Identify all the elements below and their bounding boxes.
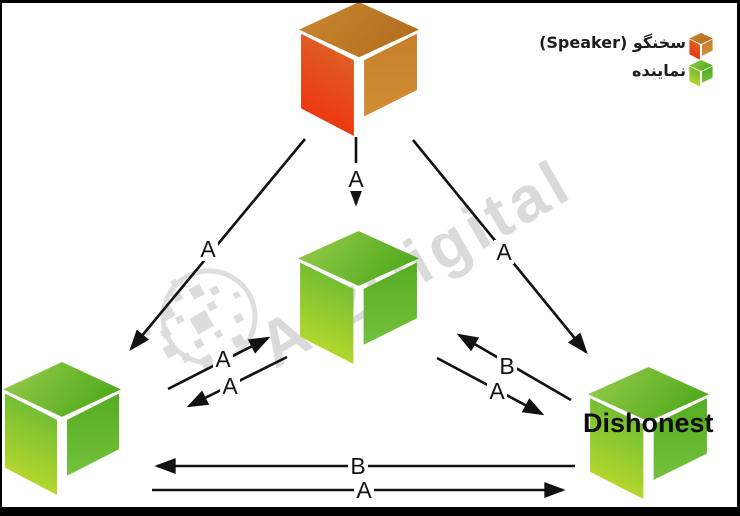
legend-speaker-label: سخنگو (Speaker) (539, 33, 686, 52)
edge-label-speaker-to-right: A (494, 239, 514, 265)
svg-text:A: A (356, 477, 372, 503)
edge-label-middle-to-left: A (220, 373, 240, 399)
svg-text:A: A (489, 378, 505, 404)
neo-cube-green-icon (689, 60, 713, 87)
edge-label-middle-to-right: A (487, 378, 507, 404)
svg-text:A: A (348, 166, 364, 192)
svg-text:A: A (222, 373, 238, 399)
neo-cube-orange-icon (689, 33, 713, 60)
svg-text:A: A (496, 239, 512, 265)
edge-label-right-to-middle: B (497, 353, 517, 379)
edge-label-left-to-right-bottom: A (354, 477, 374, 503)
legend-delegate-label: نماینده (632, 61, 686, 80)
edge-label-speaker-to-left: A (198, 236, 218, 262)
edge-label-right-to-left-bottom: B (348, 453, 368, 479)
edge-label-left-to-middle: A (213, 346, 233, 372)
svg-text:A: A (200, 236, 216, 262)
svg-text:B: B (350, 453, 365, 479)
edge-label-speaker-to-middle: A (346, 166, 366, 192)
svg-text:B: B (499, 353, 514, 379)
svg-text:A: A (215, 346, 231, 372)
left-delegate-node-icon (3, 362, 121, 495)
speaker-node-icon (299, 2, 419, 136)
dishonest-node-label: Dishonest (583, 408, 714, 438)
middle-delegate-node-icon (298, 231, 419, 364)
